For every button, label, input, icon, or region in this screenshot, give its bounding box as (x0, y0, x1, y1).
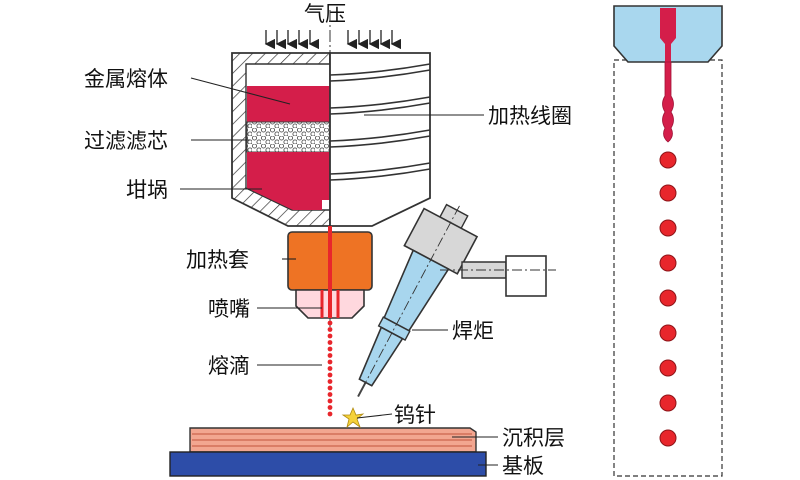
crucible-label: 坩埚 (126, 178, 168, 202)
detail-droplet (659, 394, 677, 412)
filter-core (246, 121, 331, 153)
detail-droplet (659, 151, 677, 169)
deposit-layer-label: 沉积层 (502, 426, 565, 450)
droplet (327, 346, 333, 352)
heating-jacket-label: 加热套 (186, 248, 249, 272)
crucible (231, 52, 331, 227)
droplet (327, 372, 333, 378)
heating-coil (329, 63, 431, 181)
droplet (327, 392, 333, 397)
heating-coil-label: 加热线圈 (488, 104, 572, 128)
welding-torch (357, 203, 479, 398)
detail-droplet (659, 324, 677, 342)
droplet (327, 327, 333, 332)
droplet (327, 385, 333, 391)
droplet (327, 359, 333, 365)
liquid-jet (662, 61, 674, 143)
droplet (327, 379, 333, 384)
droplet (327, 333, 333, 339)
detail-droplet (659, 184, 677, 202)
droplet-label: 熔滴 (208, 354, 250, 378)
droplet (327, 340, 333, 345)
leader-lines (180, 77, 498, 466)
down-arrow-icon (264, 30, 402, 50)
detail-droplet (659, 359, 677, 377)
melt-channel (660, 8, 676, 62)
air-pressure-label: 气压 (304, 2, 346, 26)
nozzle-label: 喷嘴 (208, 297, 250, 321)
detail-droplet (659, 429, 677, 447)
droplets (327, 320, 333, 417)
detail-droplet (659, 289, 677, 307)
filter-core-label: 过滤滤芯 (84, 129, 168, 153)
metal-melt-label: 金属熔体 (84, 67, 168, 91)
torch-label: 焊炬 (452, 319, 494, 343)
crucible-exterior (329, 52, 431, 227)
droplet (327, 411, 333, 417)
droplet (327, 366, 333, 371)
detail-droplets (659, 151, 677, 447)
tungsten-needle-label: 钨针 (394, 403, 436, 427)
droplet (327, 320, 333, 326)
metal-melt-lower (247, 152, 330, 210)
substrate (169, 451, 487, 477)
droplet (327, 405, 333, 410)
detail-droplet (659, 219, 677, 237)
substrate-label: 基板 (502, 454, 544, 478)
droplet (327, 353, 333, 358)
detail-frame (613, 59, 723, 477)
spark-icon (341, 406, 365, 429)
gas-connector (440, 255, 556, 297)
droplet (327, 398, 333, 404)
detail-droplet (659, 254, 677, 272)
liquid-jet-stream (662, 61, 674, 143)
droplet-stream-detail (613, 5, 723, 477)
